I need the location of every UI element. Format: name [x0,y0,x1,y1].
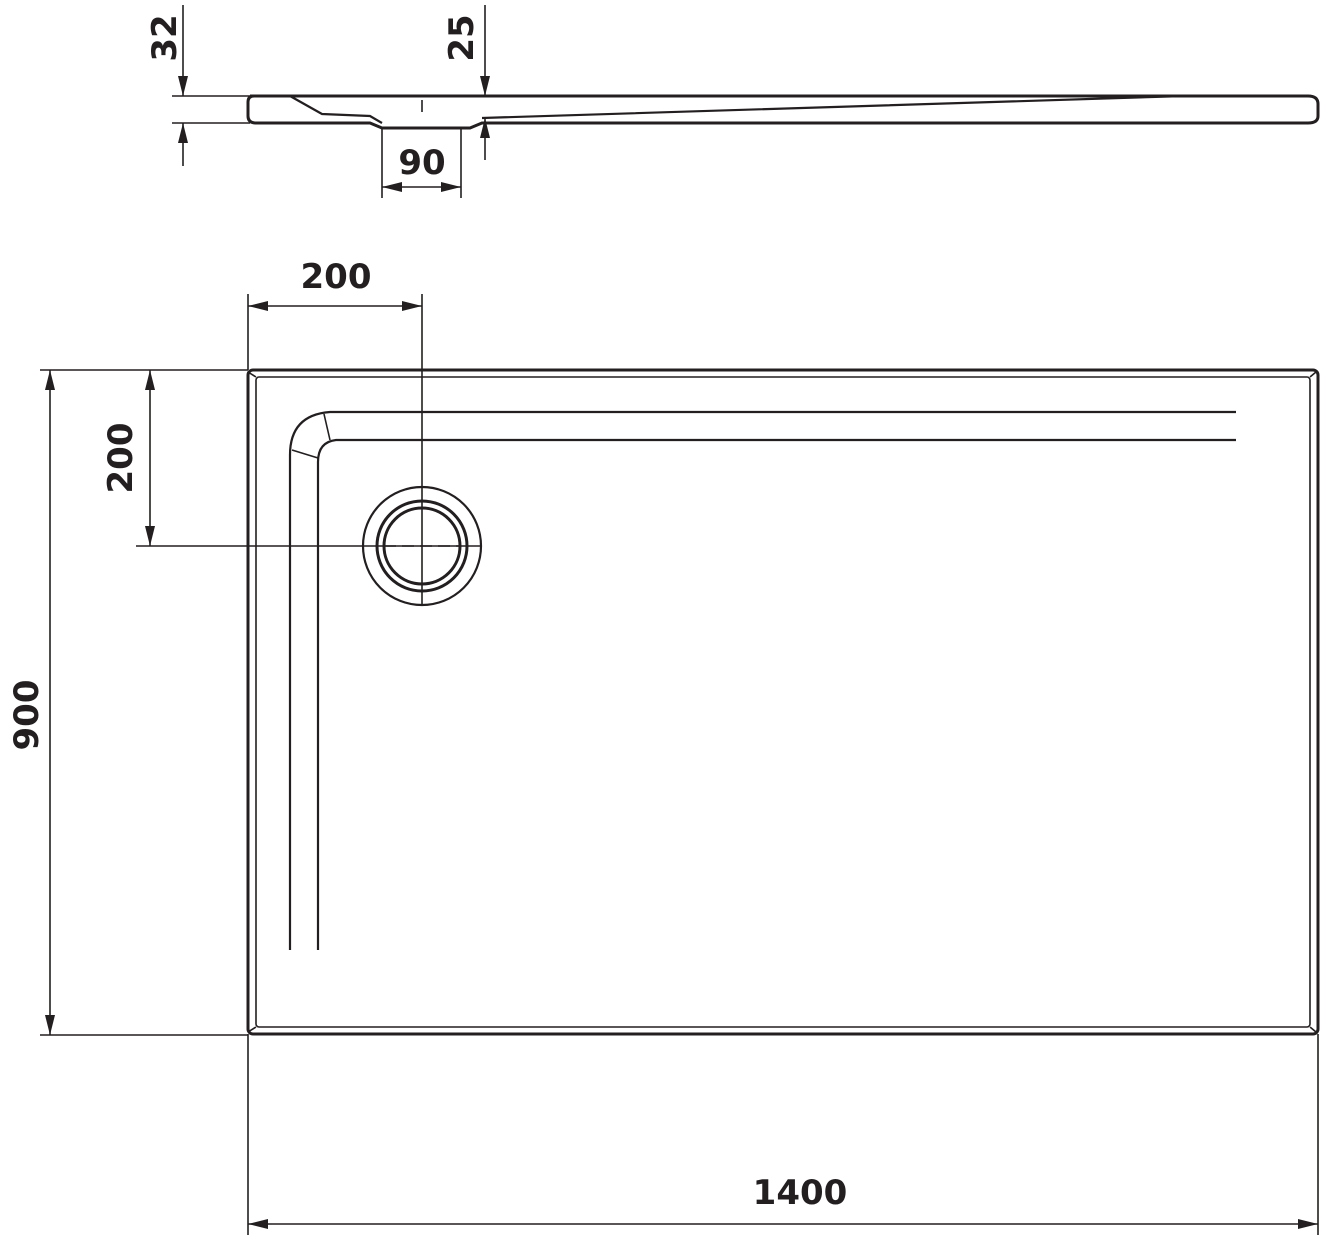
dim-25-label: 25 [442,14,482,61]
dim-32-label: 32 [145,14,185,61]
dim-200h-arrow-right [402,301,422,311]
dim-200v-arrow-top [145,370,155,390]
dim-200h-arrow-left [248,301,268,311]
dim-900-arrow-top [45,370,55,390]
channel-corner-seam-2 [291,449,319,459]
corner-bevel-bl [247,1026,257,1033]
tray-inner-outline [255,376,1311,1028]
corner-bevel-tr [1309,371,1317,378]
dim-90-arrow-left [382,182,402,192]
dim-1400-label: 1400 [753,1173,848,1213]
dim-1400-arrow-left [248,1219,268,1229]
dim-900-arrow-bottom [45,1015,55,1035]
channel-groove-outer [288,410,1236,950]
dim-200v-label: 200 [101,423,141,494]
corner-bevel-br [1309,1026,1317,1033]
dim-200v-arrow-bottom [145,526,155,546]
corner-bevel-tl [247,371,257,378]
dim-32-arrow-top [178,76,188,96]
top-view: 200 200 900 1400 [7,257,1320,1235]
dim-90-label: 90 [398,143,445,183]
dim-200h-label: 200 [301,257,372,297]
tray-outer-outline [246,368,1320,1036]
dim-32-arrow-bottom [178,123,188,143]
dim-900-label: 900 [7,680,47,751]
side-slope-line [481,94,1300,120]
side-view: 32 25 90 [145,5,1320,198]
side-profile-outline [246,94,1320,130]
channel-corner-seam [323,413,331,441]
dim-1400-arrow-right [1298,1219,1318,1229]
side-left-edge [289,95,383,124]
channel-groove-inner [316,438,1236,950]
dim-90-arrow-right [441,182,461,192]
dim-25-arrow-bottom [480,118,490,138]
dim-25-arrow-top [480,76,490,96]
